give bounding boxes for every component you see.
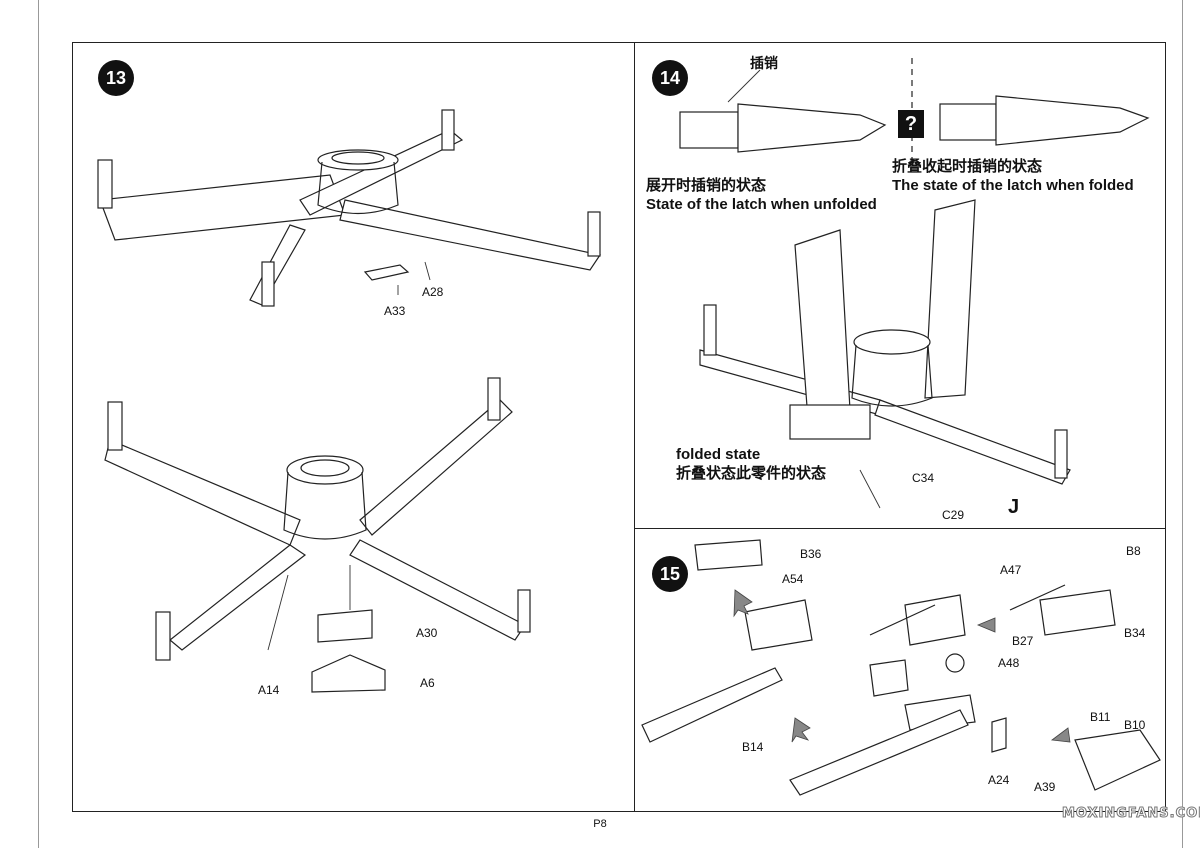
part-label-a47: A47 (1000, 563, 1022, 577)
folded-state-caption-en: folded state (676, 446, 761, 463)
part-label-b36: B36 (800, 547, 822, 561)
folded-latch-caption-en: The state of the latch when folded (892, 177, 1134, 194)
part-label-b34: B34 (1124, 626, 1146, 640)
binding-edge-left (38, 0, 39, 848)
part-label-c29: C29 (942, 508, 965, 522)
part-label-b8: B8 (1126, 544, 1141, 558)
step13-upper-base-drawing (97, 109, 601, 307)
step-15-badge: 15 (652, 556, 688, 592)
marker-j: J (1008, 496, 1020, 518)
part-label-a14: A14 (258, 683, 280, 697)
step-13-badge: 13 (98, 60, 134, 96)
step14-latch-drawings (679, 58, 1150, 162)
page-number: P8 (593, 818, 607, 830)
folded-latch-caption-cn: 折叠收起时插销的状态 (892, 158, 1043, 175)
step-14-badge: 14 (652, 60, 688, 96)
unfolded-caption-cn: 展开时插销的状态 (646, 177, 767, 194)
step14-folded-drawing (699, 199, 1071, 509)
part-label-a39: A39 (1034, 780, 1056, 794)
pin-label: 插销 (750, 55, 778, 71)
binding-edge-right (1182, 0, 1183, 848)
part-label-c34: C34 (912, 471, 935, 485)
part-label-a6: A6 (420, 676, 435, 690)
step13-lower-base-drawing (104, 377, 531, 693)
step15-part-drawings (641, 539, 1161, 796)
part-label-b11: B11 (1090, 710, 1111, 724)
part-label-a33: A33 (384, 304, 406, 318)
part-label-a48: A48 (998, 656, 1020, 670)
part-label-b27: B27 (1012, 634, 1034, 648)
part-label-a24: A24 (988, 773, 1010, 787)
part-label-a28: A28 (422, 285, 444, 299)
part-label-a54: A54 (782, 572, 804, 586)
part-label-a30: A30 (416, 626, 438, 640)
part-label-b14: B14 (742, 740, 764, 754)
panel-divider-vertical (634, 42, 635, 812)
unfolded-caption-en: State of the latch when unfolded (646, 196, 877, 213)
panel-divider-horizontal (634, 528, 1166, 529)
watermark: MOXINGFANS.COM (1061, 806, 1200, 822)
page-frame (72, 42, 1166, 812)
part-label-b10: B10 (1124, 718, 1146, 732)
folded-state-caption-cn: 折叠状态此零件的状态 (676, 465, 827, 482)
question-mark-icon: ? (898, 110, 924, 138)
